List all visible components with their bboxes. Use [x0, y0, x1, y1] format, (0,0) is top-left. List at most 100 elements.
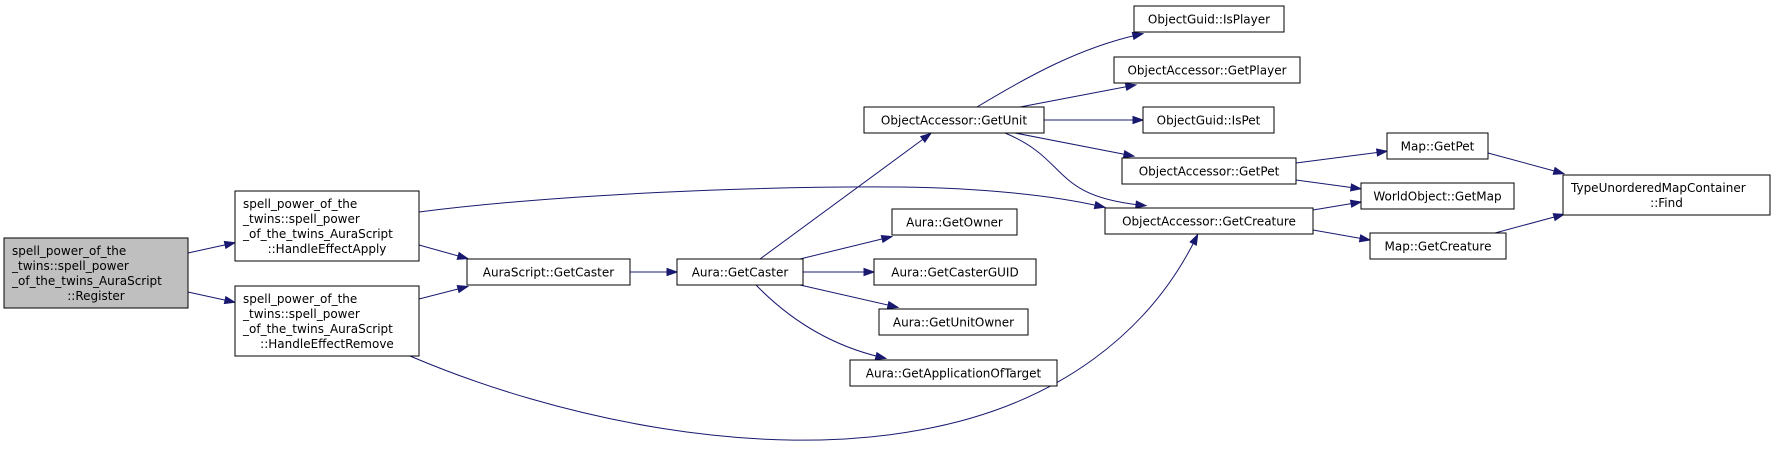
node-box[interactable]	[891, 208, 1018, 236]
node-label: ::Register	[67, 289, 125, 303]
node-aura-getappoftarget[interactable]: Aura::GetApplicationOfTarget	[849, 359, 1058, 387]
arrowhead-icon	[863, 267, 876, 277]
edge-line	[1487, 152, 1559, 173]
node-box[interactable]	[1104, 207, 1314, 235]
edge-line	[1295, 151, 1382, 164]
arrowhead-icon	[880, 234, 894, 244]
edge-line	[1312, 202, 1356, 211]
node-box[interactable]	[1562, 174, 1771, 216]
node-label: _twins::spell_power	[11, 259, 129, 273]
node-as-getcaster[interactable]: AuraScript::GetCaster	[466, 258, 631, 286]
node-label: spell_power_of_the	[243, 292, 357, 306]
node-og-isplayer[interactable]: ObjectGuid::IsPlayer	[1133, 5, 1285, 33]
node-apply[interactable]: spell_power_of_the_twins::spell_power_of…	[234, 190, 420, 262]
edge-register-to-remove	[187, 291, 237, 305]
edge-line	[409, 239, 1196, 441]
edge-aura_getcaster-to-oa_getunit	[759, 132, 933, 260]
node-og-ispet[interactable]: ObjectGuid::IsPet	[1142, 106, 1275, 134]
node-box[interactable]	[234, 190, 420, 262]
arrowhead-icon	[1122, 150, 1136, 159]
node-aura-getcasterguid[interactable]: Aura::GetCasterGUID	[873, 258, 1037, 286]
node-label: ObjectAccessor::GetCreature	[1122, 215, 1296, 229]
arrowhead-icon	[1349, 183, 1363, 192]
edge-apply-to-oa_getcreature	[418, 186, 1107, 213]
edge-oa_getpet-to-wo_getmap	[1295, 179, 1363, 192]
arrowhead-icon	[1131, 31, 1145, 41]
edge-as_getcaster-to-aura_getcaster	[630, 267, 679, 277]
node-aura-getcaster[interactable]: Aura::GetCaster	[676, 258, 804, 286]
node-label: _of_the_twins_AuraScript	[242, 227, 393, 241]
node-label: Map::GetPet	[1401, 140, 1475, 154]
node-label: _of_the_twins_AuraScript	[242, 322, 393, 336]
node-label: spell_power_of_the	[12, 244, 126, 258]
edge-line	[799, 284, 893, 307]
node-aura-getunitowner[interactable]: Aura::GetUnitOwner	[878, 308, 1029, 336]
node-box[interactable]	[849, 359, 1058, 387]
node-label: ObjectAccessor::GetPet	[1139, 165, 1280, 179]
node-oa-getplayer[interactable]: ObjectAccessor::GetPlayer	[1113, 56, 1301, 84]
node-label: Map::GetCreature	[1385, 240, 1492, 254]
node-map-getcreature[interactable]: Map::GetCreature	[1369, 232, 1507, 260]
node-box[interactable]	[3, 237, 189, 309]
edge-line	[418, 287, 463, 300]
arrowhead-icon	[223, 240, 237, 250]
node-box[interactable]	[1121, 157, 1297, 185]
edge-line	[755, 284, 881, 358]
arrowhead-icon	[1124, 82, 1138, 91]
nodes-layer: spell_power_of_the_twins::spell_power_of…	[3, 5, 1771, 387]
arrowhead-icon	[1093, 200, 1107, 210]
node-label: _twins::spell_power	[242, 212, 360, 226]
node-remove[interactable]: spell_power_of_the_twins::spell_power_of…	[234, 285, 420, 357]
node-box[interactable]	[1369, 232, 1507, 260]
edge-apply-to-as_getcaster	[418, 244, 470, 260]
node-box[interactable]	[676, 258, 804, 286]
arrowhead-icon	[666, 267, 679, 277]
node-box[interactable]	[863, 106, 1045, 134]
node-box[interactable]	[1386, 132, 1489, 160]
edge-line	[799, 237, 887, 260]
node-aura-getowner[interactable]: Aura::GetOwner	[891, 208, 1018, 236]
node-box[interactable]	[1133, 5, 1285, 33]
node-box[interactable]	[1360, 182, 1515, 210]
node-tumc-find[interactable]: TypeUnorderedMapContainer::Find	[1562, 174, 1771, 216]
node-label: _twins::spell_power	[242, 307, 360, 321]
node-box[interactable]	[466, 258, 631, 286]
node-label: Aura::GetOwner	[906, 216, 1003, 230]
edge-line	[976, 34, 1138, 108]
node-oa-getcreature[interactable]: ObjectAccessor::GetCreature	[1104, 207, 1314, 235]
node-label: ::HandleEffectRemove	[260, 337, 394, 351]
edge-register-to-apply	[187, 240, 237, 254]
node-box[interactable]	[873, 258, 1037, 286]
arrowhead-icon	[1189, 233, 1199, 246]
node-label: _of_the_twins_AuraScript	[11, 274, 162, 288]
arrowhead-icon	[223, 295, 237, 305]
node-box[interactable]	[878, 308, 1029, 336]
edge-oa_getunit-to-oa_getplayer	[1019, 82, 1138, 108]
edge-line	[1494, 215, 1559, 234]
arrowhead-icon	[886, 300, 900, 310]
node-label: TypeUnorderedMapContainer	[1570, 181, 1746, 195]
edge-remove-to-as_getcaster	[418, 285, 470, 300]
node-map-getpet[interactable]: Map::GetPet	[1386, 132, 1489, 160]
node-register[interactable]: spell_power_of_the_twins::spell_power_of…	[3, 237, 189, 309]
arrowhead-icon	[1132, 115, 1145, 125]
arrowhead-icon	[456, 285, 470, 294]
node-label: Aura::GetApplicationOfTarget	[866, 367, 1042, 381]
node-label: AuraScript::GetCaster	[483, 266, 614, 280]
edge-oa_getcreature-to-map_getcreature	[1312, 229, 1372, 243]
node-label: ObjectGuid::IsPlayer	[1148, 13, 1270, 27]
edge-line	[1312, 229, 1365, 240]
node-label: ::HandleEffectApply	[268, 242, 387, 256]
edge-aura_getcaster-to-aura_getappoftarget	[755, 284, 888, 361]
edge-line	[1295, 179, 1356, 189]
edge-line	[1014, 132, 1129, 156]
node-box[interactable]	[1142, 106, 1275, 134]
node-box[interactable]	[1113, 56, 1301, 84]
node-box[interactable]	[234, 285, 420, 357]
node-oa-getpet[interactable]: ObjectAccessor::GetPet	[1121, 157, 1297, 185]
arrowhead-icon	[919, 132, 933, 144]
node-oa-getunit[interactable]: ObjectAccessor::GetUnit	[863, 106, 1045, 134]
arrowhead-icon	[456, 251, 470, 260]
node-wo-getmap[interactable]: WorldObject::GetMap	[1360, 182, 1515, 210]
